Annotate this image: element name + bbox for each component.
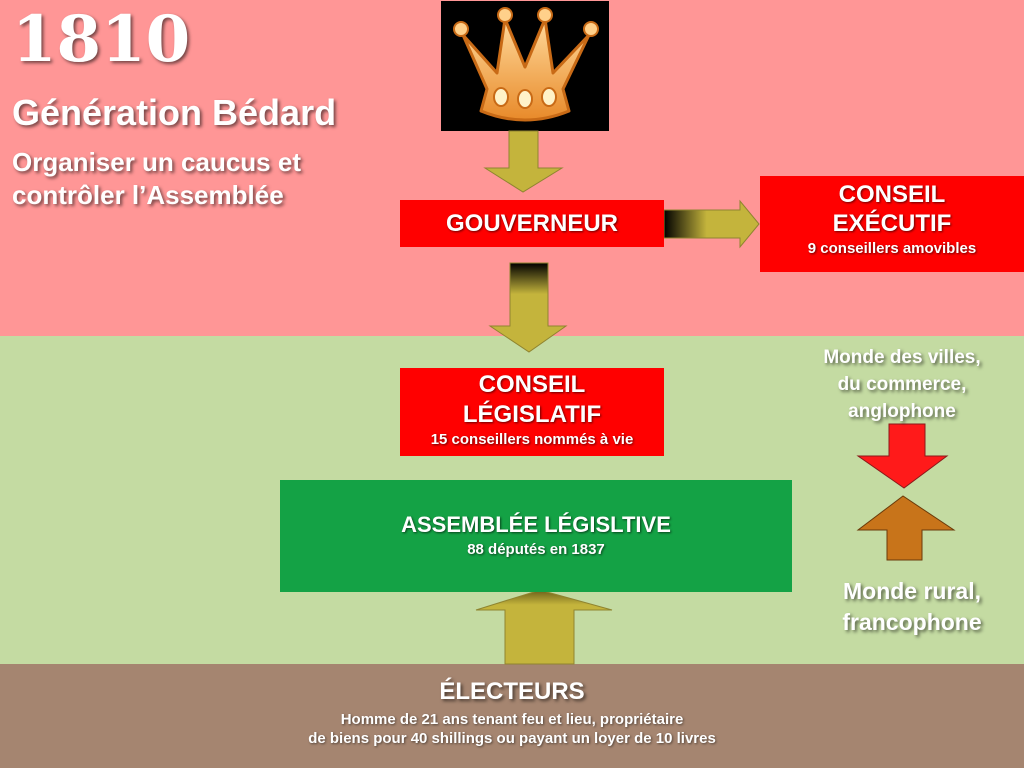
conseil-executif-title-2: EXÉCUTIF (832, 210, 952, 237)
generation-title: Génération Bédard (12, 92, 337, 133)
assemblee-subtitle: 88 députés en 1837 (467, 541, 605, 558)
monde-villes-line-3: anglophone (848, 401, 956, 422)
conseil-legislatif-subtitle: 15 conseillers nommés à vie (430, 431, 634, 448)
arrow-rural-up (856, 495, 956, 561)
monde-rural-line-2: francophone (842, 609, 982, 635)
electeurs-title: ÉLECTEURS (439, 678, 585, 705)
arrow-gouverneur-to-legislatif (488, 262, 568, 353)
arrow-electeurs-to-assemblee (475, 589, 613, 665)
gouverneur-box: GOUVERNEUR (400, 200, 664, 247)
crown-icon (453, 7, 599, 122)
crown-panel (441, 1, 609, 131)
electeurs-line-2: de biens pour 40 shillings ou payant un … (308, 730, 716, 747)
monde-rural-line-1: Monde rural, (842, 578, 981, 604)
conseil-legislatif-title-2: LÉGISLATIF (462, 401, 602, 428)
year-heading: 1810 (12, 2, 191, 77)
conseil-legislatif-box: CONSEIL LÉGISLATIF 15 conseillers nommés… (400, 368, 664, 456)
conseil-legislatif-title-1: CONSEIL (478, 371, 586, 398)
monde-villes-line-1: Monde des villes, (823, 347, 981, 368)
bottom-band (0, 664, 1024, 768)
conseil-executif-box: CONSEIL EXÉCUTIF 9 conseillers amovibles (760, 176, 1024, 272)
monde-rural-label: Monde rural, francophone (812, 576, 1012, 638)
electeurs-block: ÉLECTEURS Homme de 21 ans tenant feu et … (0, 678, 1024, 748)
conseil-executif-subtitle: 9 conseillers amovibles (807, 240, 977, 257)
generation-subtitle: Organiser un caucus et contrôler l’Assem… (12, 147, 301, 210)
electeurs-line-1: Homme de 21 ans tenant feu et lieu, prop… (340, 711, 684, 728)
assemblee-title: ASSEMBLÉE LÉGISLTIVE (401, 512, 671, 537)
arrow-crown-to-gouverneur (483, 130, 564, 193)
conseil-executif-title-1: CONSEIL (838, 181, 946, 208)
monde-villes-line-2: du commerce, (837, 374, 967, 395)
arrow-villes-down (856, 423, 949, 489)
arrow-gouverneur-to-executif (663, 199, 760, 249)
assemblee-box: ASSEMBLÉE LÉGISLTIVE 88 députés en 1837 (280, 480, 792, 592)
monde-villes-label: Monde des villes, du commerce, anglophon… (800, 344, 1004, 425)
